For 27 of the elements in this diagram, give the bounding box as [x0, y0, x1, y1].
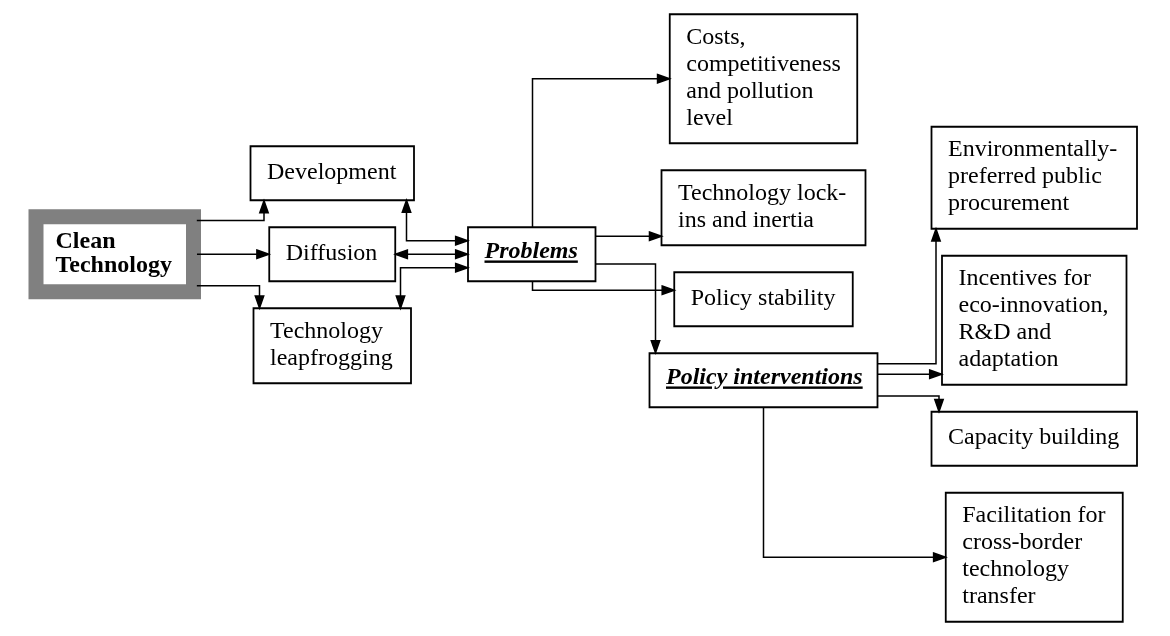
arrow	[876, 369, 944, 380]
arrow	[595, 263, 661, 355]
arrow	[196, 249, 272, 260]
node-box: Costs, competitiveness and pollution level	[668, 13, 859, 145]
node-box: Development	[249, 145, 415, 202]
arrow	[531, 73, 672, 228]
node-box: Clean Technology	[28, 209, 201, 300]
node-box: Incentives for eco-innovation, R&D and adaptation	[941, 254, 1128, 386]
node-box: Technology lock-ins and inertia	[660, 169, 867, 247]
node-box: Facilitation for cross-border technology transfer	[944, 491, 1124, 623]
arrow	[401, 198, 470, 246]
node-box: Technology leapfrogging	[252, 307, 412, 385]
arrow	[594, 231, 664, 242]
arrow	[196, 285, 265, 311]
arrow	[876, 226, 942, 365]
arrow	[196, 198, 270, 222]
arrow	[393, 249, 470, 260]
node-box: Policy interventions	[648, 352, 879, 409]
node-box: Diffusion	[268, 226, 397, 283]
arrow	[395, 262, 470, 311]
arrow	[531, 280, 677, 296]
node-box: Policy stability	[673, 271, 854, 328]
node-box: Environmentally-preferred public procurement	[930, 125, 1138, 230]
node-box: Capacity building	[930, 410, 1138, 467]
node-box: Problems	[467, 226, 597, 283]
arrow	[762, 406, 948, 563]
arrow	[876, 395, 945, 414]
